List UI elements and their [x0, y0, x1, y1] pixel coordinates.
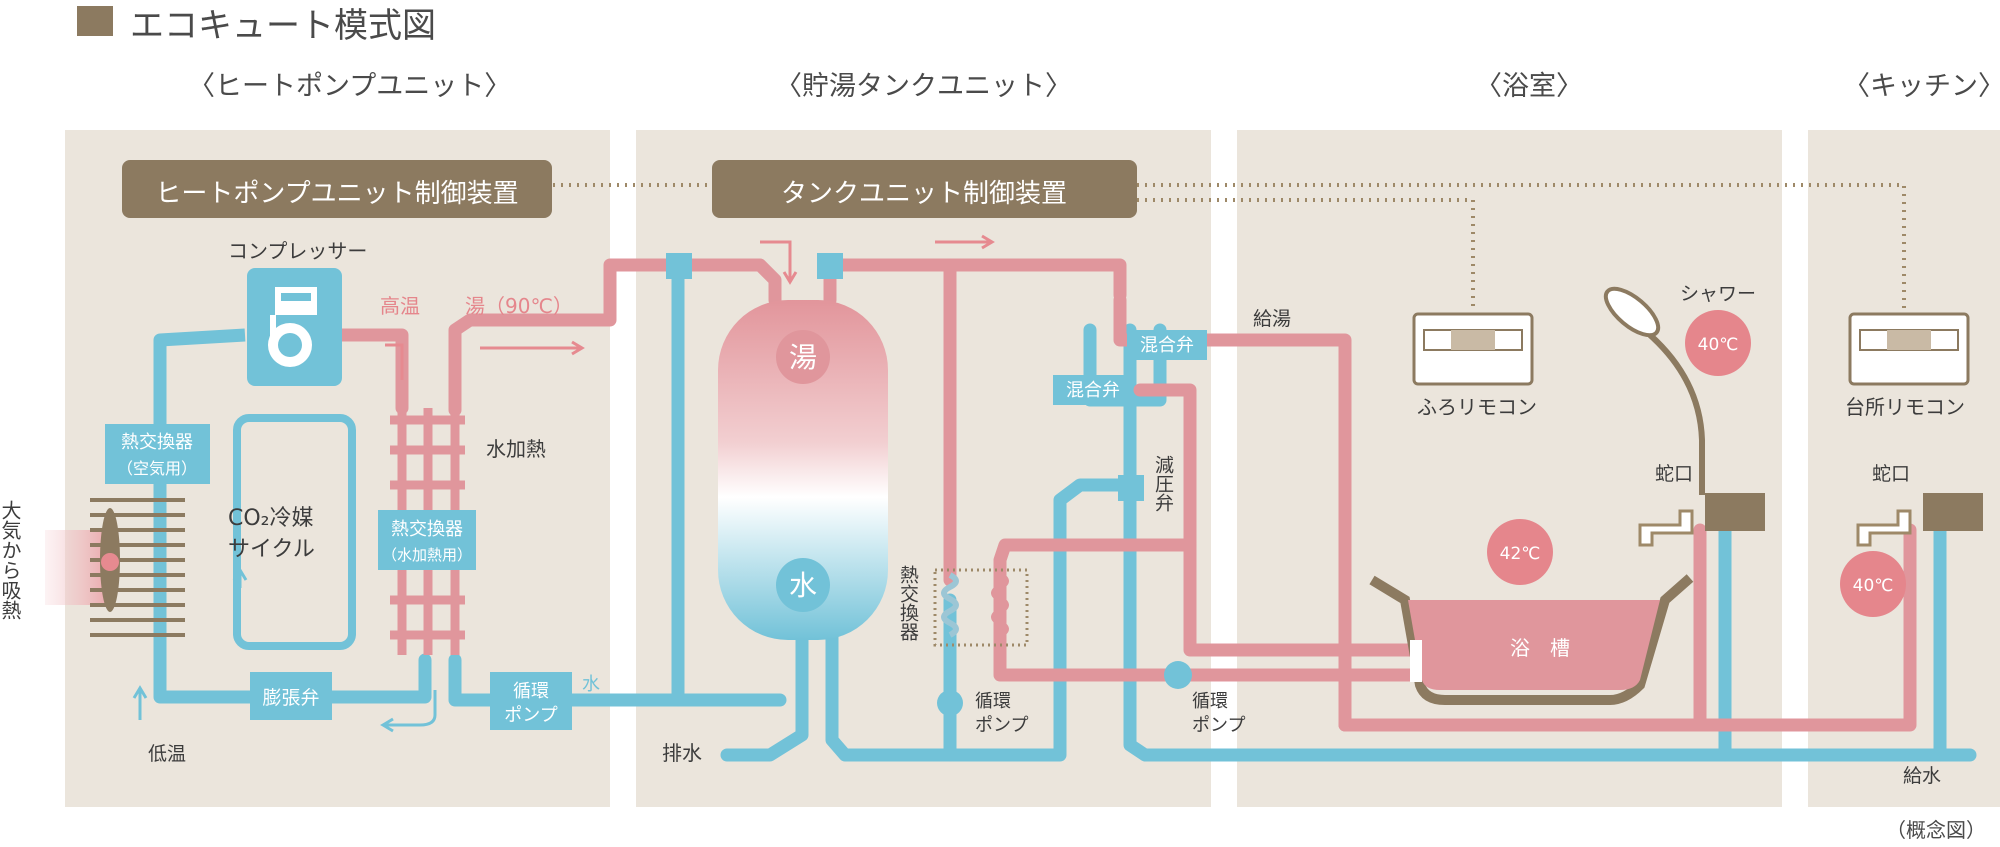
- kitchen-faucet-icon: [1856, 509, 1912, 547]
- bath-faucet-label: 蛇口: [1655, 463, 1693, 485]
- co2-cycle-label-1: CO₂冷媒: [228, 506, 314, 531]
- kitchen-remote-icon: [1848, 312, 1970, 386]
- circulation-pump-tank: [937, 690, 963, 716]
- bathtub-inlet: [1410, 640, 1422, 682]
- hx-air-label-1: 熱交換器: [121, 432, 193, 453]
- heatpump-controller-label: ヒートポンプユニット制御装置: [155, 179, 518, 209]
- circ-pump-label-2: ポンプ: [504, 705, 557, 726]
- circ-pump-label-1: 循環: [513, 681, 549, 702]
- circulation-pump-bath: [1164, 661, 1192, 689]
- title-marker: [77, 6, 113, 36]
- pump-label-bath-1: 循環: [1192, 691, 1228, 712]
- panel-bath: [1237, 130, 1782, 807]
- shower-head-icon: [1603, 286, 1705, 495]
- circulation-pump-box: [490, 672, 572, 730]
- concept-note: （概念図）: [1886, 818, 1986, 842]
- tank-hot-label: 湯: [789, 341, 817, 374]
- tank-controller-label: タンクユニット制御装置: [781, 179, 1067, 209]
- hx-water-label-1: 熱交換器: [391, 519, 463, 540]
- pump-label-tank-1: 循環: [975, 691, 1011, 712]
- hot-water-90-label: 湯（90℃）: [465, 294, 573, 318]
- flow-arrows-cold: [132, 567, 437, 733]
- hot-water-pipes: [323, 258, 1917, 732]
- heatpump-controller: [122, 160, 552, 218]
- section-label-bath: 〈浴室〉: [1475, 71, 1583, 102]
- cold-water-pipes: [153, 263, 1977, 762]
- tank-water-label: 水: [789, 569, 817, 602]
- bath-faucet-body: [1705, 493, 1765, 531]
- expansion-valve: [250, 672, 332, 720]
- kitchen-faucet-body: [1923, 493, 1983, 531]
- compressor-label: コンプレッサー: [228, 239, 367, 263]
- bathtub-label: 浴 槽: [1510, 636, 1570, 660]
- co2-cycle-label-2: サイクル: [228, 537, 315, 562]
- kitchen-faucet-label: 蛇口: [1872, 463, 1910, 485]
- page-title: エコキュート模式図: [130, 6, 436, 46]
- shower-label: シャワー: [1680, 283, 1756, 305]
- hx-water-label-2: （水加熱用）: [382, 546, 472, 564]
- temp-kitchen-label: 40℃: [1853, 576, 1894, 596]
- tank-valve-left: [666, 253, 692, 279]
- expansion-valve-label: 膨張弁: [262, 687, 319, 709]
- mixing-valve-lower: [1053, 375, 1133, 405]
- tank-valve-right: [817, 253, 843, 279]
- temp-badge-bath: [1487, 519, 1553, 585]
- bathtub-water: [1408, 600, 1660, 690]
- bath-remote-icon: [1412, 312, 1534, 386]
- hot-water-tank: [718, 300, 888, 640]
- pressure-valve-label: 減圧弁: [1152, 455, 1174, 512]
- drain-label: 排水: [662, 741, 702, 765]
- pump-label-bath-2: ポンプ: [1192, 715, 1245, 736]
- pump-label-tank-2: ポンプ: [975, 715, 1028, 736]
- bathtub-frame: [1369, 574, 1694, 705]
- hx-air-label-2: （空気用）: [117, 459, 197, 478]
- compressor-icon: [247, 268, 342, 386]
- section-label-heatpump: 〈ヒートポンプユニット〉: [188, 71, 512, 102]
- high-temp-label: 高温: [380, 294, 420, 318]
- temp-shower-label: 40℃: [1698, 335, 1739, 355]
- temp-badge-kitchen: [1840, 551, 1906, 617]
- water-supply-label: 給水: [1903, 765, 1941, 787]
- tank-heat-exchanger-coils: [941, 572, 1009, 638]
- refrigerant-pipe-top: [159, 328, 246, 347]
- tank-water-badge: [776, 558, 830, 612]
- water-small-label: 水: [582, 674, 600, 695]
- pressure-reducing-valve: [1118, 475, 1144, 501]
- tank-hot-badge: [776, 330, 830, 384]
- mixing-valve-upper: [1127, 330, 1207, 360]
- fan-icon: [100, 508, 120, 612]
- water-heat-exchanger-box: [378, 510, 476, 570]
- mixing-valve-upper-label: 混合弁: [1140, 335, 1194, 356]
- air-intake-label: 大気から吸熱: [0, 500, 22, 620]
- temp-badge-shower: [1685, 310, 1751, 376]
- tank-controller: [712, 160, 1137, 218]
- bath-remote-label: ふろリモコン: [1417, 395, 1537, 419]
- tank-hx-label: 熱交換器: [897, 565, 919, 641]
- temp-bath-label: 42℃: [1500, 544, 1541, 564]
- air-heat-exchanger-box: [105, 424, 210, 484]
- faucet-icon: [1638, 509, 1694, 547]
- section-label-kitchen: 〈キッチン〉: [1843, 71, 2000, 102]
- mixing-valve-lower-label: 混合弁: [1066, 380, 1120, 401]
- kitchen-remote-label: 台所リモコン: [1845, 395, 1965, 419]
- section-label-tank: 〈貯湯タンクユニット〉: [775, 71, 1072, 102]
- control-wiring: [553, 183, 1906, 312]
- water-heating-label: 水加熱: [486, 437, 546, 461]
- flow-arrows-hot: [385, 234, 995, 380]
- low-temp-label: 低温: [148, 743, 186, 765]
- supply-hot-label: 給湯: [1253, 308, 1291, 330]
